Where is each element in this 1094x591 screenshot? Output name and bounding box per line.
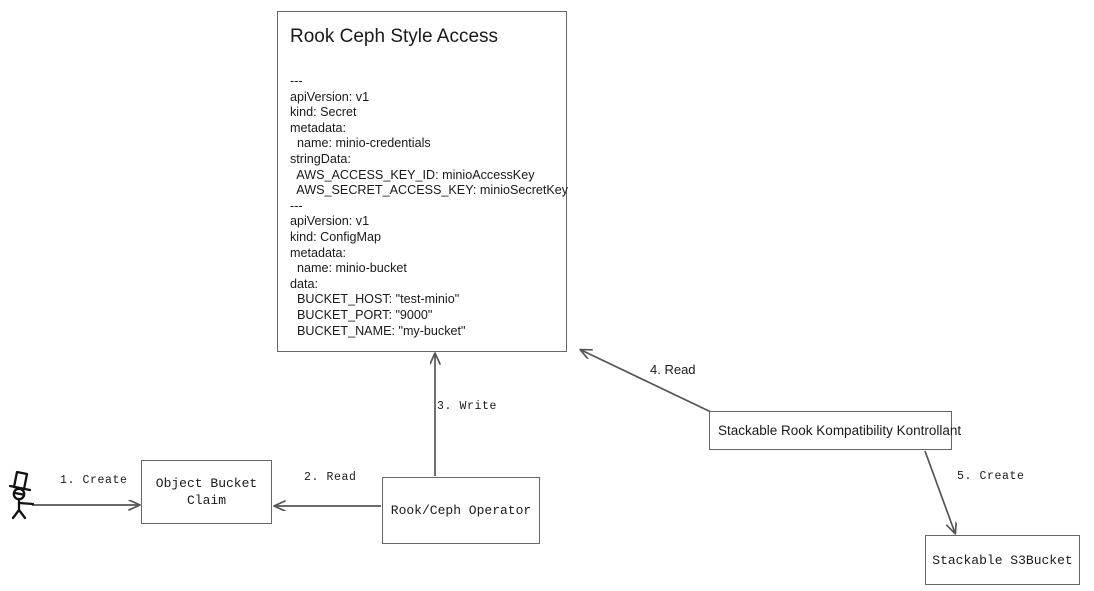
user-actor-icon [8,470,35,520]
node-stackable-s3bucket[interactable]: Stackable S3Bucket [925,535,1080,585]
yaml-card-body: --- apiVersion: v1 kind: Secret metadata… [290,74,569,338]
node-stackable-rook-kompatibility-kontrollant[interactable]: Stackable Rook Kompatibility Kontrollant [709,411,961,450]
node-object-bucket-claim[interactable]: Object Bucket Claim [141,460,272,524]
edge-create-5 [924,450,955,533]
edge-label-create-5: 5. Create [957,470,1025,483]
node-stackable-s3bucket-label: Stackable S3Bucket [932,552,1073,568]
edge-label-read-4: 4. Read [650,362,696,377]
node-rook-ceph-operator-label: Rook/Ceph Operator [390,503,532,518]
node-rook-ceph-operator[interactable]: Rook/Ceph Operator [382,477,540,544]
node-srkk-label: Stackable Rook Kompatibility Kontrollant [718,422,962,438]
edge-label-read-2: 2. Read [304,471,357,484]
yaml-card-title: Rook Ceph Style Access [290,26,499,47]
edge-label-create-1: 1. Create [60,474,128,487]
node-object-bucket-claim-label: Object Bucket Claim [155,476,258,508]
edge-read-4 [581,350,712,413]
edge-label-write-3: 3. Write [437,400,498,413]
yaml-card-rook-ceph-style-access: Rook Ceph Style Access --- apiVersion: v… [277,11,569,352]
